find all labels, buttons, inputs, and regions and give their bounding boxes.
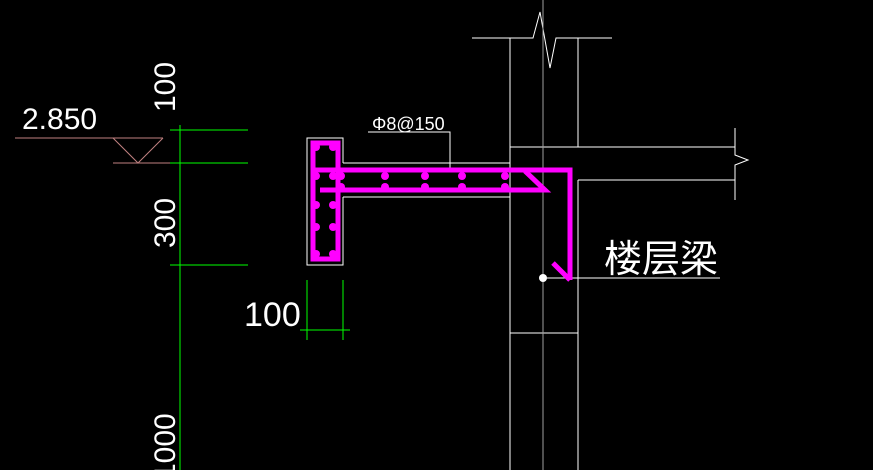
rebar-dot xyxy=(329,223,337,231)
rebar-dot xyxy=(421,172,429,180)
rebar-dot xyxy=(337,183,345,191)
elevation-label: 2.850 xyxy=(22,103,97,136)
elevation-marker xyxy=(15,137,180,164)
rebar-label: Φ8@150 xyxy=(372,114,445,134)
rebar-dot xyxy=(312,250,320,258)
dim-100-top: 100 xyxy=(149,62,182,112)
rebar-dot xyxy=(381,183,389,191)
rebar-dot xyxy=(329,201,337,209)
dimension-lines xyxy=(170,125,350,470)
rebar-dot xyxy=(312,223,320,231)
beam-node xyxy=(539,274,547,282)
rebar-dot xyxy=(421,183,429,191)
dim-300: 300 xyxy=(149,198,182,248)
rebar-dot xyxy=(501,183,509,191)
rebar xyxy=(310,140,573,282)
rebar-dot xyxy=(312,172,320,180)
rebar-dot xyxy=(337,172,345,180)
rebar-dot xyxy=(458,172,466,180)
beam-label: 楼层梁 xyxy=(604,239,718,281)
rebar-dot xyxy=(329,250,337,258)
rebar-dot xyxy=(329,143,337,151)
rebar-dot xyxy=(458,183,466,191)
rebar-dots xyxy=(312,143,509,258)
rebar-dot xyxy=(381,172,389,180)
dim-100-slab: 100 xyxy=(244,296,301,334)
dim-1000: 1000 xyxy=(149,413,182,470)
rebar-dot xyxy=(329,172,337,180)
rebar-dot xyxy=(501,172,509,180)
rebar-dot xyxy=(312,143,320,151)
structure-outline xyxy=(306,11,750,470)
rebar-dot xyxy=(312,201,320,209)
